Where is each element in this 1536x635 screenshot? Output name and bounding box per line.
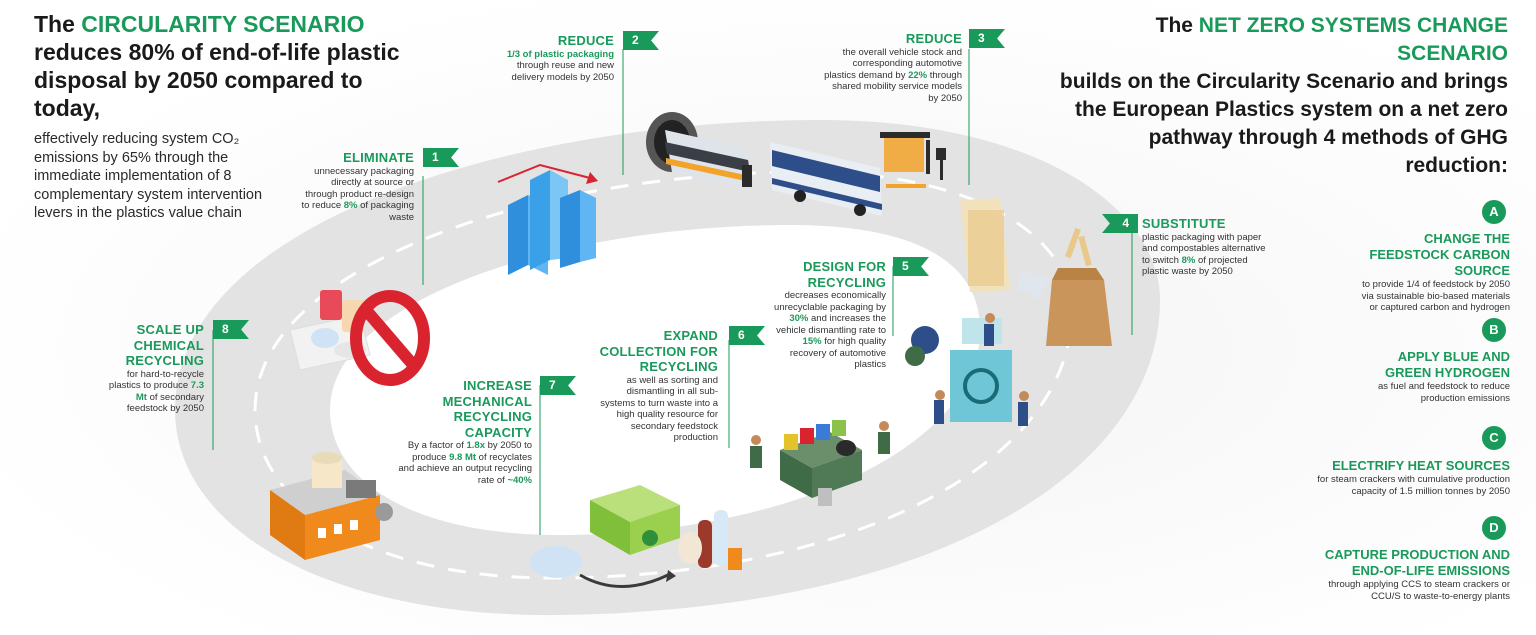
lever-substitute: SUBSTITUTE plastic packaging with paper … bbox=[1142, 216, 1266, 278]
method-capture: CAPTURE PRODUCTION AND END-OF-LIFE EMISS… bbox=[1210, 547, 1510, 602]
lever-expand-collection: EXPAND COLLECTION FOR RECYCLING as well … bbox=[596, 328, 718, 444]
lever-number-flag: 5 bbox=[893, 257, 929, 276]
lever-highlight: 9.8 Mt bbox=[449, 451, 477, 463]
lever-title: REDUCE bbox=[557, 33, 614, 48]
lever-text: of projected plastic waste by 2050 bbox=[1142, 254, 1248, 278]
lever-text: through reuse and new delivery models by… bbox=[511, 60, 614, 83]
lever-highlight: 8% bbox=[343, 200, 358, 211]
method-feedstock: CHANGE THE FEEDSTOCK CARBON SOURCE to pr… bbox=[1210, 231, 1510, 314]
lever-text: By a factor of bbox=[407, 440, 467, 451]
lever-mechanical-recycling: INCREASE MECHANICAL RECYCLING CAPACITY B… bbox=[394, 378, 532, 486]
lever-text: the overall vehicle stock and correspond… bbox=[824, 46, 962, 81]
method-badge-c: C bbox=[1482, 426, 1506, 450]
lever-number-flag: 6 bbox=[729, 326, 765, 345]
method-electrify: ELECTRIFY HEAT SOURCES for steam cracker… bbox=[1210, 458, 1510, 497]
paper-packaging-icon bbox=[960, 198, 1112, 346]
lever-chemical-recycling: SCALE UP CHEMICAL RECYCLING for hard-to-… bbox=[104, 322, 204, 415]
lever-text: of recyclates and achieve an output recy… bbox=[398, 451, 532, 486]
lever-text: and increases the vehicle dismantling ra… bbox=[776, 313, 886, 336]
waste-collection-icon bbox=[750, 420, 890, 506]
lever-number-flag: 3 bbox=[969, 29, 1005, 48]
lever-text: for hard-to-recycle plastics to produce bbox=[108, 368, 204, 392]
method-title: CAPTURE PRODUCTION AND END-OF-LIFE EMISS… bbox=[1324, 547, 1510, 578]
lever-highlight: 1.8x bbox=[466, 440, 485, 451]
circularity-scenario-heading: The CIRCULARITY SCENARIO reduces 80% of … bbox=[34, 10, 414, 122]
lever-text: decreases economically unrecyclable pack… bbox=[774, 290, 886, 313]
lever-number-flag: 1 bbox=[423, 148, 459, 167]
intro-title-rest: reduces 80% of end-of-life plastic dispo… bbox=[34, 39, 400, 121]
method-badge-a: A bbox=[1482, 200, 1506, 224]
prohibition-sign-icon bbox=[350, 290, 430, 386]
method-title: ELECTRIFY HEAT SOURCES bbox=[1332, 458, 1510, 473]
lever-eliminate: ELIMINATE unnecessary packaging directly… bbox=[300, 150, 415, 223]
method-title: CHANGE THE FEEDSTOCK CARBON SOURCE bbox=[1369, 231, 1510, 278]
lever-title: SCALE UP CHEMICAL RECYCLING bbox=[125, 322, 204, 368]
lever-title: REDUCE bbox=[905, 31, 962, 46]
mechanical-recycling-facility-icon bbox=[530, 485, 742, 588]
lever-text: of packaging waste bbox=[357, 200, 414, 223]
lever-highlight: 7.3 Mt bbox=[135, 380, 204, 403]
lever-reduce-packaging: REDUCE 1/3 of plastic packaging through … bbox=[496, 33, 614, 83]
lever-text: by 2050 to produce bbox=[412, 440, 532, 463]
lever-highlight: 8% bbox=[1181, 254, 1196, 266]
method-title: APPLY BLUE AND GREEN HYDROGEN bbox=[1385, 349, 1510, 380]
method-text: to provide 1/4 of feedstock by 2050 via … bbox=[1361, 279, 1510, 313]
right-title-rest: builds on the Circularity Scenario and b… bbox=[1059, 70, 1508, 177]
right-title-lead: The bbox=[1155, 14, 1199, 37]
declining-bar-chart-icon bbox=[497, 163, 598, 275]
lever-text: through shared mobility service models b… bbox=[832, 69, 962, 104]
bus-stop-icon bbox=[880, 132, 946, 188]
method-text: as fuel and feedstock to reduce producti… bbox=[1377, 381, 1510, 404]
intro-body-text: effectively reducing system CO₂ emission… bbox=[34, 131, 263, 221]
lever-highlight: 1/3 of plastic packaging bbox=[506, 48, 614, 60]
lever-number-flag: 8 bbox=[213, 320, 249, 339]
net-zero-scenario-heading: The NET ZERO SYSTEMS CHANGE SCENARIO bui… bbox=[1048, 12, 1508, 180]
lever-title: INCREASE MECHANICAL RECYCLING CAPACITY bbox=[442, 378, 532, 440]
lever-number-flag: 7 bbox=[540, 376, 576, 395]
method-text: for steam crackers with cumulative produ… bbox=[1317, 474, 1510, 497]
bus-icon bbox=[770, 142, 882, 216]
lever-design-for-recycling: DESIGN FOR RECYCLING decreases economica… bbox=[764, 259, 886, 371]
intro-title-lead: The bbox=[34, 11, 82, 37]
method-badge-d: D bbox=[1482, 516, 1506, 540]
lever-title: EXPAND COLLECTION FOR RECYCLING bbox=[599, 328, 718, 374]
lever-highlight: 22% bbox=[908, 69, 928, 81]
lever-text: for high quality recovery of automotive … bbox=[789, 336, 886, 370]
lever-reduce-vehicles: REDUCE the overall vehicle stock and cor… bbox=[820, 31, 962, 104]
lever-title: DESIGN FOR RECYCLING bbox=[803, 259, 886, 290]
lever-number-flag: 4 bbox=[1102, 214, 1138, 233]
lever-text: unnecessary packaging directly at source… bbox=[301, 165, 415, 212]
lever-text: as well as sorting and dismantling in al… bbox=[600, 374, 718, 444]
method-hydrogen: APPLY BLUE AND GREEN HYDROGEN as fuel an… bbox=[1210, 349, 1510, 404]
lever-title: SUBSTITUTE bbox=[1142, 216, 1226, 231]
lever-highlight: 15% bbox=[802, 336, 822, 347]
lever-title: ELIMINATE bbox=[343, 150, 414, 165]
lever-highlight: ~40% bbox=[507, 474, 532, 486]
method-text: through applying CCS to steam crackers o… bbox=[1328, 579, 1510, 602]
intro-title-highlight: CIRCULARITY SCENARIO bbox=[81, 11, 365, 37]
lever-number-flag: 2 bbox=[623, 31, 659, 50]
right-title-highlight: NET ZERO SYSTEMS CHANGE SCENARIO bbox=[1198, 14, 1508, 65]
lever-text: of secondary feedstock by 2050 bbox=[126, 391, 204, 415]
method-badge-b: B bbox=[1482, 318, 1506, 342]
design-for-recycling-team-icon bbox=[905, 313, 1029, 426]
chemical-recycling-plant-icon bbox=[270, 452, 393, 560]
train-icon bbox=[646, 112, 752, 190]
lever-text: plastic packaging with paper and compost… bbox=[1142, 231, 1266, 266]
lever-highlight: 30% bbox=[789, 313, 809, 324]
